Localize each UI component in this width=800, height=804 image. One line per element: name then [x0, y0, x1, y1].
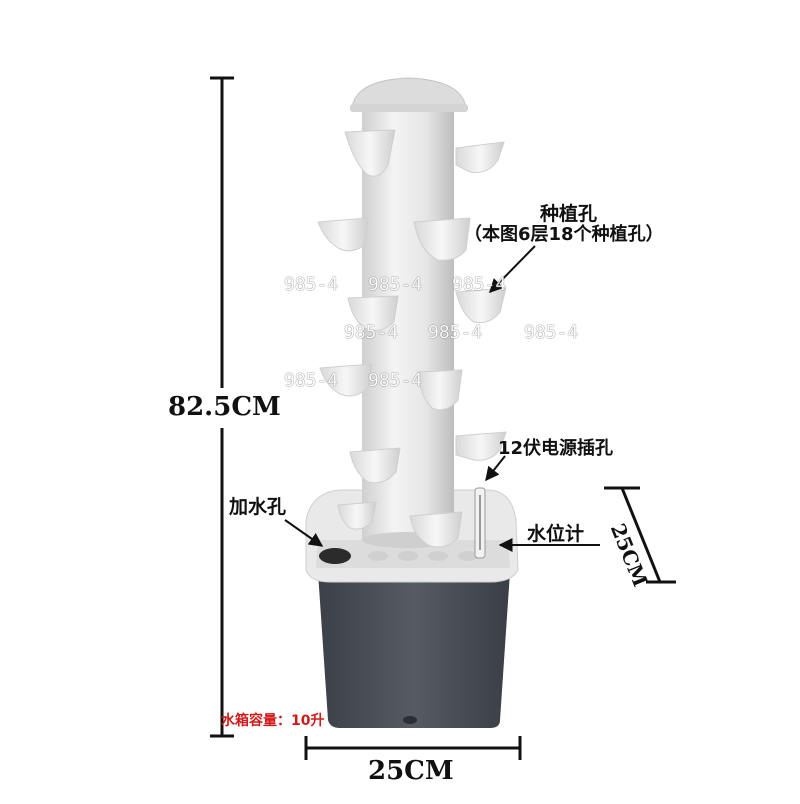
planting-holes-label: 种植孔 — [540, 203, 598, 225]
watermark: 985-4 — [368, 274, 423, 295]
fill-hole-label: 加水孔 — [229, 496, 287, 518]
pocket — [409, 511, 463, 548]
pocket — [349, 447, 401, 484]
width-dimension-text: 25CM — [368, 756, 454, 786]
depth-dimension-line — [604, 486, 676, 584]
power-port-label: 12伏电源插孔 — [498, 438, 614, 459]
pocket — [317, 217, 369, 252]
pocket — [337, 501, 377, 530]
watermark: 985-4 — [284, 274, 339, 295]
planting-holes-detail-label: （本图6层18个种植孔） — [464, 224, 664, 245]
water-gauge-label: 水位计 — [527, 523, 585, 545]
pocket — [319, 363, 373, 397]
fill-hole-icon — [319, 548, 351, 564]
watermark: 985-4 — [452, 274, 507, 295]
tower-cap — [351, 77, 467, 109]
pocket — [347, 295, 399, 331]
watermark: 985-4 — [524, 322, 579, 343]
tank-capacity-label: 水箱容量：10升 — [221, 713, 325, 729]
pointer-arrows — [284, 245, 600, 552]
planting-pockets — [317, 129, 507, 548]
watermark: 985-4 — [344, 322, 399, 343]
height-dimension-text: 82.5CM — [166, 392, 283, 422]
pocket — [455, 431, 507, 461]
pocket — [455, 287, 507, 323]
tank-drain-icon — [403, 716, 417, 724]
watermark: 985-4 — [428, 322, 483, 343]
pocket — [344, 129, 396, 177]
watermark: 985-4 — [368, 370, 423, 391]
height-dimension-line — [210, 76, 234, 738]
width-dimension-line — [304, 736, 522, 760]
water-tank — [318, 572, 510, 728]
pocket — [455, 141, 505, 173]
pocket — [417, 369, 463, 411]
watermark: 985-4 — [284, 370, 339, 391]
pocket — [413, 217, 471, 261]
